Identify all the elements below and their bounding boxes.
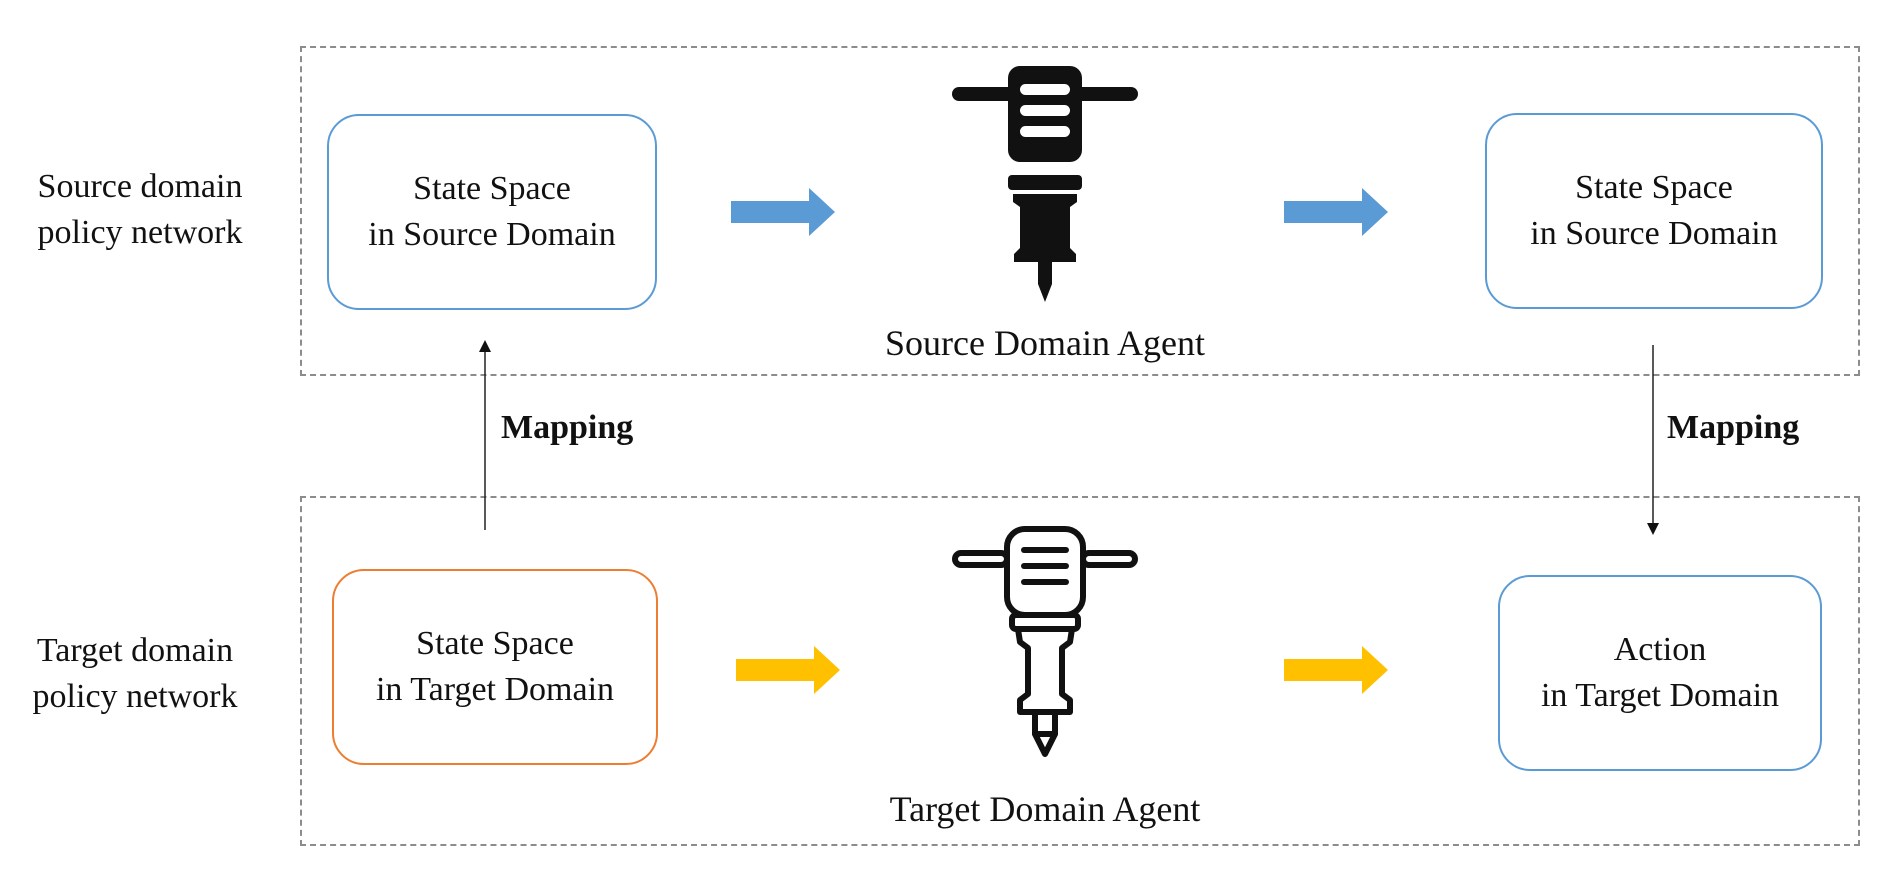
target-policy-region <box>300 496 1860 846</box>
target-state-space-line1: State Space <box>416 625 574 663</box>
source-output-arrow <box>1284 188 1388 236</box>
target-input-arrow <box>736 646 840 694</box>
source-policy-label: Source domain policy network <box>10 164 270 256</box>
jackhammer-solid-icon <box>952 66 1138 302</box>
source-output-arrow-shape <box>1284 188 1388 236</box>
target-agent-label: Target Domain Agent <box>889 789 1201 829</box>
source-agent-label: Source Domain Agent <box>885 323 1205 363</box>
target-policy-label: Target domain policy network <box>5 628 265 720</box>
target-policy-label-line1: Target domain <box>36 632 234 669</box>
source-state-space-line1: State Space <box>413 170 571 208</box>
source-output-state-line1: State Space <box>1575 169 1733 207</box>
left-mapping-arrow-head <box>479 340 491 352</box>
target-action-line2: in Target Domain <box>1540 677 1780 714</box>
source-output-state-box: State Space in Source Domain <box>1485 113 1823 309</box>
left-mapping-label: Mapping <box>501 409 634 446</box>
right-mapping-label: Mapping <box>1667 409 1800 446</box>
target-action-line1: Action <box>1613 631 1707 669</box>
source-input-arrow-shape <box>731 188 835 236</box>
target-action-box: Action in Target Domain <box>1498 575 1822 771</box>
jackhammer-outline-icon <box>952 526 1138 757</box>
source-policy-label-line1: Source domain <box>37 168 243 205</box>
target-input-arrow-shape <box>736 646 840 694</box>
source-state-space-box: State Space in Source Domain <box>327 114 657 310</box>
left-mapping-arrow <box>479 340 491 530</box>
source-input-arrow <box>731 188 835 236</box>
source-state-space-line2: in Source Domain <box>368 216 616 253</box>
target-output-arrow-shape <box>1284 646 1388 694</box>
target-policy-label-line2: policy network <box>32 677 238 715</box>
target-state-space-box: State Space in Target Domain <box>332 569 658 765</box>
source-policy-label-line2: policy network <box>37 213 243 251</box>
target-output-arrow <box>1284 646 1388 694</box>
source-output-state-line2: in Source Domain <box>1530 215 1778 252</box>
target-state-space-line2: in Target Domain <box>375 671 615 708</box>
source-policy-region <box>300 46 1860 376</box>
right-mapping-arrow-head <box>1647 523 1659 535</box>
right-mapping-arrow <box>1647 345 1659 535</box>
